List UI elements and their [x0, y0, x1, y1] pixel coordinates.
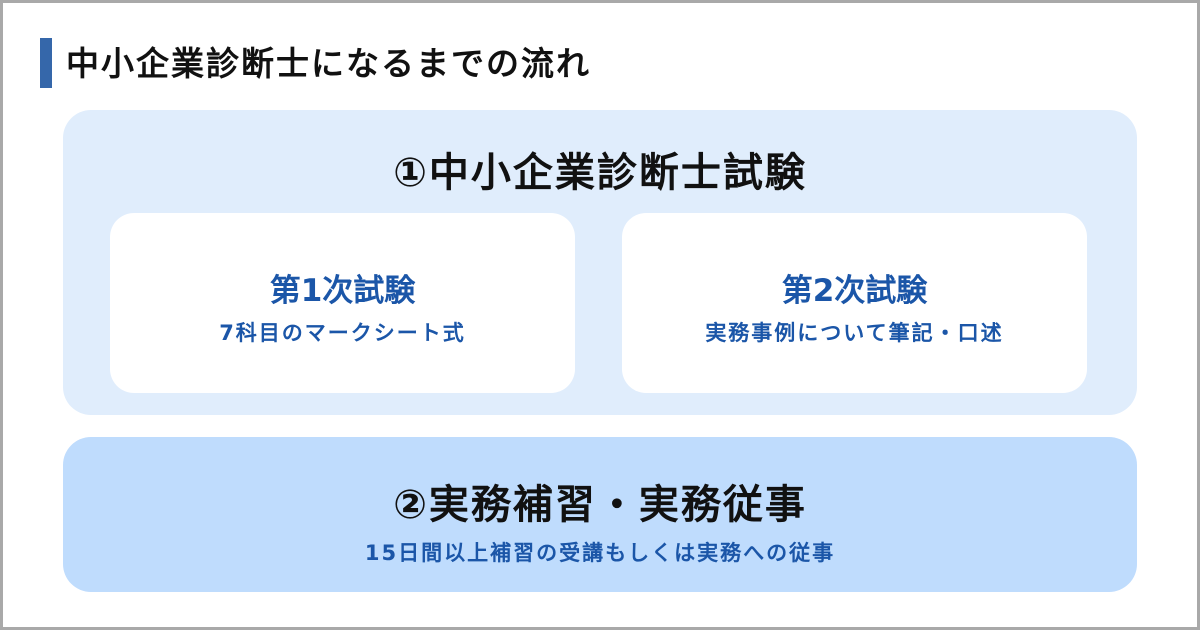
step1-heading: ①中小企業診断士試験: [393, 150, 807, 196]
step2-subtitle: 15日間以上補習の受講もしくは実務への従事: [364, 541, 836, 565]
second-exam-card: 第2次試験 実務事例について筆記・口述: [622, 213, 1087, 393]
title-accent-bar: [40, 38, 52, 88]
first-exam-subtitle: 7科目のマークシート式: [219, 321, 466, 345]
first-exam-card: 第1次試験 7科目のマークシート式: [110, 213, 575, 393]
step2-heading: ②実務補習・実務従事: [393, 482, 807, 528]
page-title: 中小企業診断士になるまでの流れ: [66, 44, 591, 83]
step1-panel: ①中小企業診断士試験 第1次試験 7科目のマークシート式 第2次試験 実務事例に…: [63, 110, 1137, 415]
second-exam-subtitle: 実務事例について筆記・口述: [705, 321, 1004, 345]
second-exam-title: 第2次試験: [781, 273, 928, 309]
step2-panel: ②実務補習・実務従事 15日間以上補習の受講もしくは実務への従事: [63, 437, 1137, 592]
first-exam-title: 第1次試験: [269, 273, 416, 309]
